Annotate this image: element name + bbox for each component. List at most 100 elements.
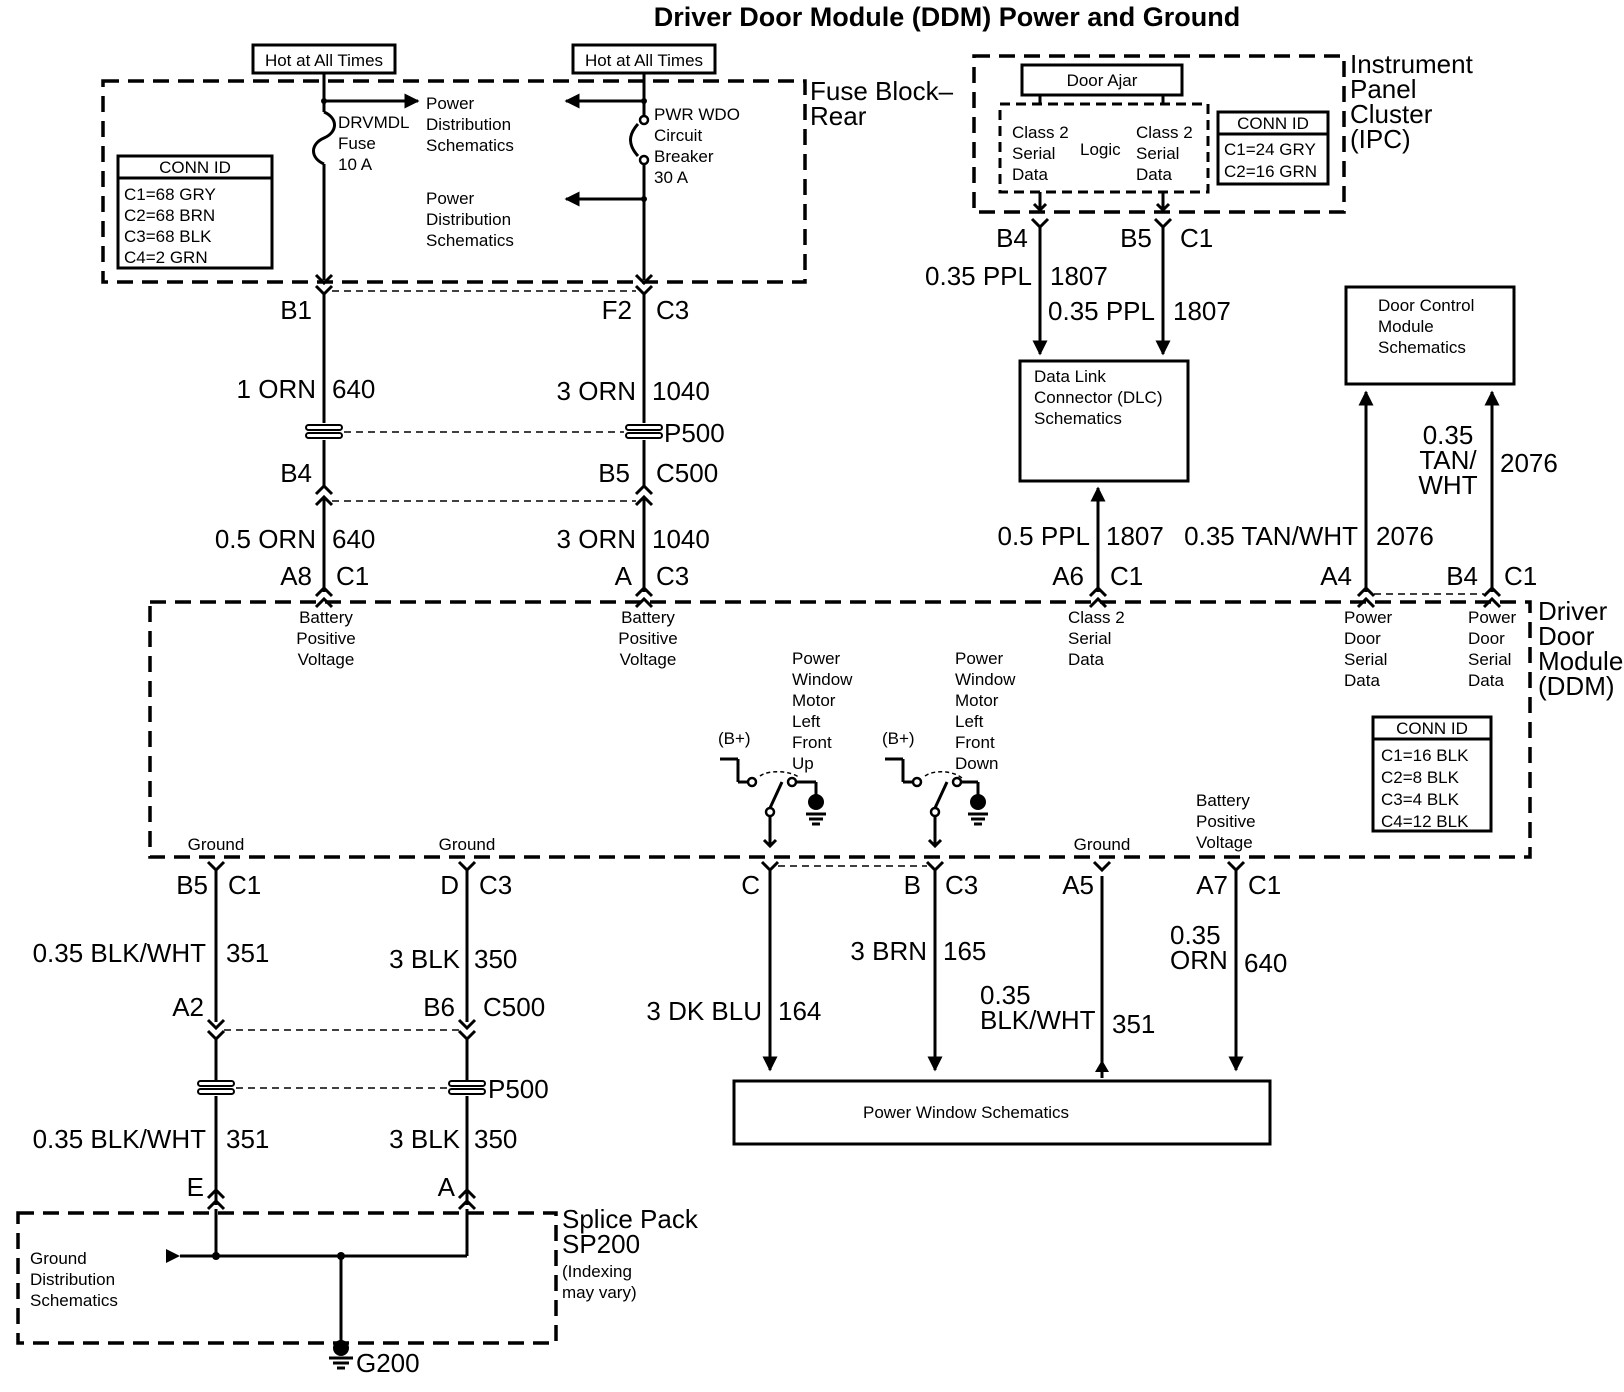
splice-pack-boundary bbox=[16, 1211, 558, 1345]
svg-text:C1: C1 bbox=[1248, 870, 1281, 900]
wire-3-orn: 3 ORN bbox=[557, 376, 636, 406]
ddm-top-right-connectors: A6 C1 A4 B4 C1 bbox=[1052, 561, 1537, 609]
fuse-block-rear: Fuse Block–Rear Hot at All Times Hot at … bbox=[101, 43, 954, 284]
svg-text:350: 350 bbox=[474, 1124, 517, 1154]
ddm-top-connectors: A8 C1 A C3 bbox=[280, 561, 689, 609]
svg-text:351: 351 bbox=[226, 1124, 269, 1154]
connector-c3-fuse-block: B1 F2 C3 bbox=[280, 273, 689, 325]
svg-text:C1: C1 bbox=[1180, 223, 1213, 253]
svg-text:(B+): (B+) bbox=[718, 729, 751, 748]
svg-text:0.5 PPL: 0.5 PPL bbox=[997, 521, 1090, 551]
svg-text:(B+): (B+) bbox=[882, 729, 915, 748]
window-up-switch: (B+) bbox=[718, 729, 826, 849]
svg-text:Ground: Ground bbox=[439, 835, 496, 854]
svg-text:1807: 1807 bbox=[1106, 521, 1164, 551]
svg-text:C1: C1 bbox=[1504, 561, 1537, 591]
connector-c500-bottom: A2 B6 C500 bbox=[172, 992, 545, 1042]
svg-text:C500: C500 bbox=[656, 458, 718, 488]
pass-through-p500-top: P500 bbox=[305, 418, 725, 448]
circuit-640: 640 bbox=[332, 374, 375, 404]
svg-text:C1=24 GRY: C1=24 GRY bbox=[1224, 140, 1316, 159]
svg-text:0.35 BLK/WHT: 0.35 BLK/WHT bbox=[33, 1124, 207, 1154]
svg-text:C1=68 GRY: C1=68 GRY bbox=[124, 185, 216, 204]
dlc-schematics-box bbox=[1018, 359, 1190, 483]
ground-g200-symbol bbox=[333, 1340, 349, 1356]
svg-text:C3: C3 bbox=[656, 295, 689, 325]
svg-text:B5: B5 bbox=[1120, 223, 1152, 253]
ipc-conn-id bbox=[1216, 110, 1330, 186]
svg-text:Door Ajar: Door Ajar bbox=[1067, 71, 1138, 90]
svg-text:351: 351 bbox=[1112, 1009, 1155, 1039]
svg-text:C: C bbox=[741, 870, 760, 900]
svg-text:0.35 BLK/WHT: 0.35 BLK/WHT bbox=[33, 938, 207, 968]
ddm-conn-id bbox=[1371, 715, 1493, 833]
svg-text:B5: B5 bbox=[176, 870, 208, 900]
svg-text:C1=16 BLK: C1=16 BLK bbox=[1381, 746, 1469, 765]
svg-text:Ground: Ground bbox=[188, 835, 245, 854]
svg-text:350: 350 bbox=[474, 944, 517, 974]
svg-text:CONN ID: CONN ID bbox=[159, 158, 231, 177]
svg-text:C1: C1 bbox=[228, 870, 261, 900]
svg-text:C3: C3 bbox=[656, 561, 689, 591]
svg-text:2076: 2076 bbox=[1376, 521, 1434, 551]
svg-text:C4=2 GRN: C4=2 GRN bbox=[124, 248, 208, 267]
ddm-boundary bbox=[148, 600, 1532, 859]
svg-text:0.5 ORN: 0.5 ORN bbox=[215, 524, 316, 554]
svg-text:B6: B6 bbox=[423, 992, 455, 1022]
ddm-bottom-connectors: B5 C1 D C3 C B C3 A5 A7 C1 bbox=[176, 860, 1281, 900]
fuse-block-boundary bbox=[101, 79, 807, 284]
svg-text:P500: P500 bbox=[664, 418, 725, 448]
svg-text:640: 640 bbox=[1244, 948, 1287, 978]
svg-text:A8: A8 bbox=[280, 561, 312, 591]
svg-text:165: 165 bbox=[943, 936, 986, 966]
ground-g200-label: G200 bbox=[356, 1348, 420, 1378]
svg-text:1807: 1807 bbox=[1050, 261, 1108, 291]
fuse-block-label: Fuse Block–Rear bbox=[810, 76, 954, 131]
window-down-switch: (B+) bbox=[882, 729, 988, 849]
svg-text:Logic: Logic bbox=[1080, 140, 1121, 159]
svg-text:0.35 PPL: 0.35 PPL bbox=[1048, 296, 1155, 326]
svg-text:D: D bbox=[440, 870, 459, 900]
svg-text:B: B bbox=[904, 870, 921, 900]
svg-text:CONN ID: CONN ID bbox=[1237, 114, 1309, 133]
door-ajar-box bbox=[1020, 63, 1184, 97]
svg-text:C1: C1 bbox=[1110, 561, 1143, 591]
svg-text:351: 351 bbox=[226, 938, 269, 968]
svg-text:164: 164 bbox=[778, 996, 821, 1026]
ipc-boundary bbox=[972, 54, 1346, 214]
svg-text:C3=4 BLK: C3=4 BLK bbox=[1381, 790, 1460, 809]
svg-text:CONN ID: CONN ID bbox=[1396, 719, 1468, 738]
svg-text:A: A bbox=[438, 1172, 456, 1202]
svg-text:2076: 2076 bbox=[1500, 448, 1558, 478]
svg-text:C2=68 BRN: C2=68 BRN bbox=[124, 206, 215, 225]
svg-text:1807: 1807 bbox=[1173, 296, 1231, 326]
fuse-symbol bbox=[312, 110, 336, 166]
hot-at-all-times-1: Hot at All Times bbox=[265, 51, 383, 70]
svg-text:B4: B4 bbox=[1446, 561, 1478, 591]
svg-text:C4=12 BLK: C4=12 BLK bbox=[1381, 812, 1469, 831]
svg-text:1040: 1040 bbox=[652, 524, 710, 554]
svg-text:C3: C3 bbox=[479, 870, 512, 900]
svg-text:C2=16 GRN: C2=16 GRN bbox=[1224, 162, 1317, 181]
svg-text:A7: A7 bbox=[1196, 870, 1228, 900]
